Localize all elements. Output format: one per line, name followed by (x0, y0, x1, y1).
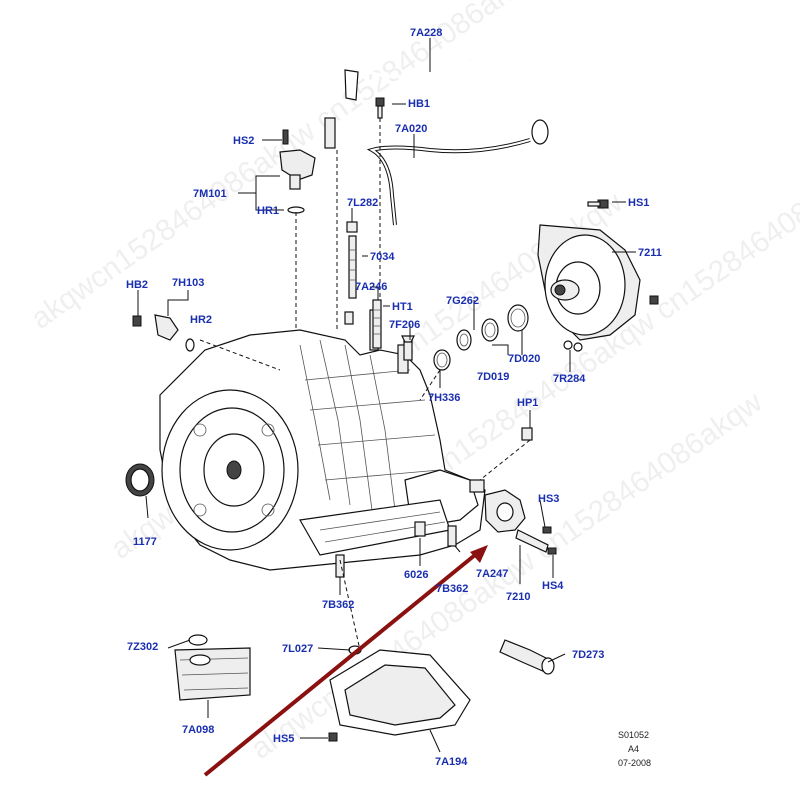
label-6026: 6026 (404, 569, 428, 581)
ring-7g262 (456, 329, 472, 351)
label-hp1: HP1 (517, 397, 538, 409)
label-hs4: HS4 (542, 580, 564, 592)
transmission-housing (159, 309, 486, 571)
label-hr1: HR1 (257, 205, 279, 217)
label-7d273: 7D273 (572, 649, 604, 661)
tube-7a228 (324, 58, 471, 149)
label-7211: 7211 (638, 247, 662, 259)
label-7m101: 7M101 (193, 188, 227, 200)
label-7d019: 7D019 (477, 371, 509, 383)
bolt-hb1 (375, 97, 385, 119)
plug-hp1 (521, 427, 533, 441)
label-hs1: HS1 (628, 197, 649, 209)
label-7b362-right: 7B362 (436, 583, 468, 595)
label-hr2: HR2 (190, 314, 212, 326)
shaft-7034 (346, 221, 358, 299)
label-7a228: 7A228 (410, 27, 442, 39)
alignment-lines (199, 118, 531, 651)
breather-7f206 (401, 335, 415, 361)
reference-code: S01052 A4 07-2008 (618, 730, 651, 768)
plug-7b362-right (447, 525, 457, 547)
label-hb2: HB2 (126, 279, 148, 291)
label-hs5: HS5 (273, 733, 294, 745)
label-7f206: 7F206 (389, 319, 420, 331)
label-7210: 7210 (506, 591, 530, 603)
filter-7a098 (174, 634, 251, 701)
label-7z302: 7Z302 (127, 641, 158, 653)
seal-7h336 (433, 349, 451, 371)
code-line-2: A4 (628, 744, 639, 754)
leader-lines (137, 38, 636, 753)
selector-7a247 (469, 479, 526, 533)
part-labels: 7A228 HB1 7A020 HS2 7M101 HR1 7L282 7034… (126, 27, 662, 768)
red-arrow (203, 545, 488, 777)
label-7a020: 7A020 (395, 123, 427, 135)
label-7a098: 7A098 (182, 724, 214, 736)
label-7r284: 7R284 (553, 373, 586, 385)
label-7a247: 7A247 (476, 568, 508, 580)
label-7a194: 7A194 (435, 756, 468, 768)
label-7g262: 7G262 (446, 295, 479, 307)
lever-7210 (515, 526, 557, 555)
label-7h103: 7H103 (172, 277, 204, 289)
dipstick-7a020 (366, 119, 549, 226)
extension-housing-7211 (537, 199, 659, 352)
label-7a246: 7A246 (355, 281, 387, 293)
label-7d020: 7D020 (508, 353, 540, 365)
connector-7d273 (499, 639, 555, 675)
label-ht1: HT1 (392, 301, 413, 313)
sensor-7m101 (279, 129, 316, 214)
oil-pan-7a194 (328, 645, 471, 742)
label-7b362-left: 7B362 (322, 599, 354, 611)
code-line-1: S01052 (618, 730, 649, 740)
plug-7b362-left (335, 554, 345, 578)
label-1177: 1177 (133, 536, 157, 548)
label-hb1: HB1 (408, 98, 430, 110)
ring-7d020 (507, 304, 529, 332)
label-7l027: 7L027 (282, 643, 313, 655)
label-7l282: 7L282 (347, 197, 378, 209)
ring-7d019 (481, 318, 499, 342)
plug-6026 (414, 521, 426, 537)
label-7h336: 7H336 (428, 392, 460, 404)
sensor-7h103 (132, 314, 195, 352)
seal-1177 (125, 463, 155, 497)
stud-7a246 (344, 299, 382, 349)
label-7034: 7034 (370, 251, 395, 263)
label-hs2: HS2 (233, 135, 254, 147)
label-hs3: HS3 (538, 493, 559, 505)
code-line-3: 07-2008 (618, 758, 651, 768)
